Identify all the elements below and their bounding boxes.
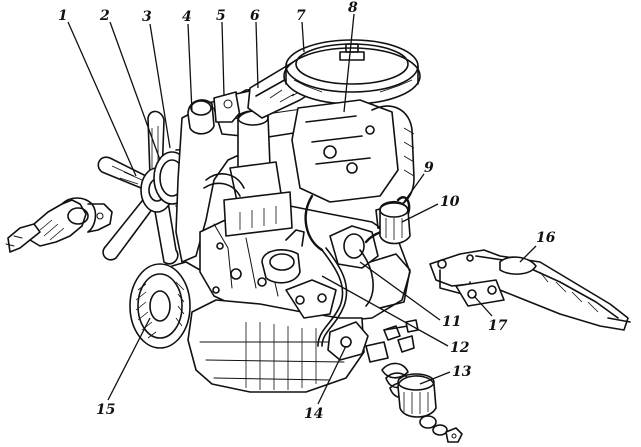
- callout-17: 17: [488, 318, 508, 334]
- rear-crossmember: [429, 249, 631, 331]
- leader-16: [519, 245, 537, 263]
- callout-labels: 1 2 3 4 5 6 7 8 9 10 11 12 13 14 15 16 1…: [58, 0, 556, 422]
- callout-1: 1: [58, 8, 68, 24]
- leader-lines: [67, 13, 537, 405]
- leader-14: [317, 345, 347, 405]
- callout-12: 12: [450, 340, 470, 356]
- callout-15: 15: [96, 402, 115, 418]
- leader-9: [403, 173, 425, 203]
- leader-12: [321, 275, 449, 347]
- leader-2: [109, 21, 161, 161]
- callout-9: 9: [424, 160, 434, 176]
- leader-5: [221, 21, 225, 97]
- leader-6: [255, 21, 259, 89]
- carburetor: [291, 99, 415, 209]
- callout-10: 10: [440, 194, 460, 210]
- leader-8: [343, 13, 355, 113]
- engine-sensor: [327, 321, 389, 363]
- rear-mount-support: [379, 200, 411, 245]
- callout-7: 7: [296, 8, 306, 24]
- oil-filler-tube: [223, 110, 293, 237]
- callout-11: 11: [442, 314, 461, 330]
- leader-7: [301, 21, 305, 53]
- leader-11: [359, 261, 441, 321]
- callout-6: 6: [250, 8, 260, 24]
- leader-1: [67, 21, 137, 177]
- callout-13: 13: [452, 364, 472, 380]
- leader-15: [107, 317, 151, 401]
- leader-13: [419, 371, 451, 385]
- leader-17: [473, 295, 493, 317]
- callout-5: 5: [216, 8, 226, 24]
- callout-4: 4: [182, 9, 192, 25]
- leader-4: [187, 23, 193, 113]
- callout-14: 14: [304, 406, 323, 422]
- leader-10: [401, 203, 439, 223]
- callout-8: 8: [348, 0, 358, 16]
- coolant-hoses: [203, 173, 324, 252]
- callout-16: 16: [536, 230, 556, 246]
- callout-3: 3: [142, 9, 152, 25]
- left-engine-mount: [5, 197, 113, 253]
- callout-2: 2: [99, 8, 110, 24]
- rear-mount-assembly: [381, 325, 463, 443]
- leader-3: [149, 23, 171, 149]
